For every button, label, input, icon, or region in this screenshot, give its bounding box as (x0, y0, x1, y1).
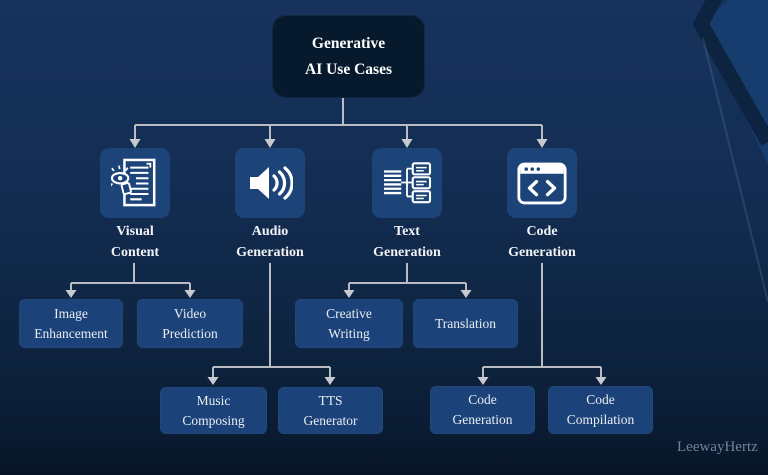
leaf-video-prediction: Video Prediction (137, 299, 243, 348)
label-line-1: Audio (251, 224, 289, 239)
audio-generation-tile (235, 148, 305, 218)
visual-content-label: Visual Content (65, 221, 205, 263)
corner-chevron-decoration (692, 0, 768, 303)
leewayhertz-watermark: LeewayHertz (677, 439, 758, 455)
leaf-code-generation: Code Generation (430, 386, 535, 434)
root-line-1: Generative (311, 34, 386, 52)
code-generation-tile (507, 148, 577, 218)
leaf-tts-generator: TTS Generator (278, 387, 383, 434)
code-window-icon (517, 162, 567, 204)
label-line-1: Code (526, 224, 558, 239)
text-generation-tile (372, 148, 442, 218)
leaf-music-composing: Music Composing (160, 387, 267, 434)
leaf-translation: Translation (413, 299, 518, 348)
speaker-waves-icon (250, 166, 293, 200)
arrowheads (65, 139, 607, 385)
leaf-image-enhancement: Image Enhancement (19, 299, 123, 348)
root-node: Generative AI Use Cases (272, 15, 425, 98)
label-line-2: Generation (236, 245, 304, 260)
document-flowchart-icon (384, 162, 432, 204)
label-line-1: Visual (116, 224, 154, 239)
code-generation-label: Code Generation (472, 221, 612, 263)
text-generation-label: Text Generation (337, 221, 477, 263)
label-line-2: Generation (373, 245, 441, 260)
visual-content-tile (100, 148, 170, 218)
document-eye-icon (111, 158, 156, 207)
root-line-2: AI Use Cases (305, 60, 392, 78)
leaf-creative-writing: Creative Writing (295, 299, 403, 348)
label-line-2: Content (110, 245, 160, 260)
audio-generation-label: Audio Generation (200, 221, 340, 263)
leaf-code-compilation: Code Compilation (548, 386, 653, 434)
label-line-2: Generation (508, 245, 576, 260)
label-line-1: Text (394, 224, 420, 239)
